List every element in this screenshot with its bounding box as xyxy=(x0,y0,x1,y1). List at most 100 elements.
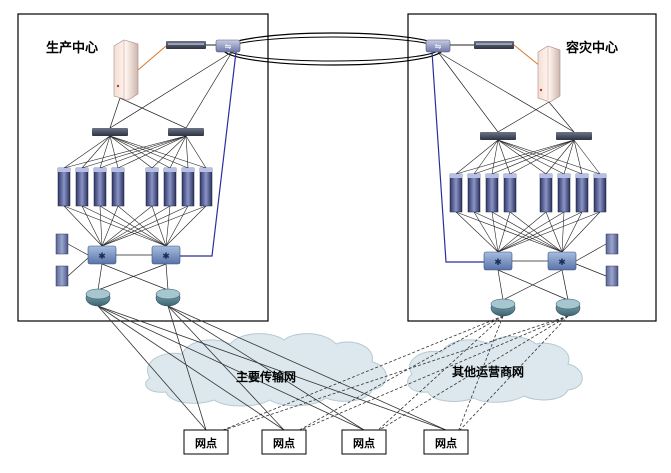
branch-label: 网点 xyxy=(195,436,217,450)
production-aggregation-switch-icon xyxy=(92,128,204,136)
link-line xyxy=(497,139,511,175)
server-rack-icon xyxy=(93,167,107,207)
main-transport-cloud-label: 主要传输网 xyxy=(236,369,296,384)
server-rack-top xyxy=(540,174,552,178)
svg-text:✱: ✱ xyxy=(162,252,170,262)
link-line xyxy=(473,211,563,253)
backup-wan-link xyxy=(457,315,504,433)
link-line xyxy=(497,139,547,175)
link-line xyxy=(101,205,207,247)
link-line xyxy=(97,263,103,291)
link-line xyxy=(437,51,499,133)
link-line xyxy=(561,211,583,253)
branch-node: 网点 xyxy=(423,429,469,455)
link-line xyxy=(67,257,89,277)
server-rack-icon xyxy=(181,167,195,207)
dr-server-rack-icon xyxy=(449,173,607,213)
link-line xyxy=(63,205,167,247)
server-rack-top xyxy=(182,168,194,172)
backup-wan-link xyxy=(217,315,569,433)
dual-link-ring-inner xyxy=(226,36,440,62)
server-rack-top xyxy=(58,168,70,172)
link-line xyxy=(109,135,153,169)
link-line xyxy=(165,205,171,247)
production-storage-tower-icon xyxy=(113,39,139,101)
link-line xyxy=(119,97,187,129)
branch-label: 网点 xyxy=(353,436,375,450)
link-line xyxy=(109,51,233,129)
link-line xyxy=(151,205,167,247)
link-line xyxy=(101,205,119,247)
server-rack-icon xyxy=(199,167,213,207)
link-line xyxy=(573,139,601,175)
server-rack-top xyxy=(112,168,124,172)
link-line xyxy=(109,135,207,169)
link-line xyxy=(497,211,547,253)
link-line xyxy=(497,211,601,253)
branch-node: 网点 xyxy=(341,429,387,455)
link-line xyxy=(491,139,575,175)
link-line xyxy=(169,135,187,169)
link-line xyxy=(81,135,111,169)
production-storage-unit-icon xyxy=(55,233,69,287)
dr-switch-top-icon xyxy=(474,41,514,49)
link-line xyxy=(99,205,167,247)
link-line xyxy=(497,269,504,301)
link-line xyxy=(548,101,575,133)
link-line xyxy=(117,205,167,247)
link-line xyxy=(497,139,601,175)
production-firewall-icon: ✱ ✱ xyxy=(87,245,181,265)
server-rack-icon xyxy=(75,167,89,207)
link-line xyxy=(455,211,563,253)
server-rack-top xyxy=(504,174,516,178)
svg-text:⇋: ⇋ xyxy=(435,42,442,51)
link-line xyxy=(563,139,575,175)
link-line xyxy=(497,211,565,253)
backup-wan-link xyxy=(457,315,569,433)
link-line xyxy=(491,211,563,253)
dual-link-ring xyxy=(222,32,444,66)
server-rack-top xyxy=(146,168,158,172)
link-line xyxy=(497,101,550,133)
link-line xyxy=(545,211,563,253)
link-line xyxy=(63,135,111,169)
link-line xyxy=(99,135,111,169)
link-line xyxy=(151,135,187,169)
link-line xyxy=(545,139,575,175)
link-line xyxy=(109,135,189,169)
wan-link xyxy=(167,305,285,431)
link-line xyxy=(67,243,89,256)
link-line xyxy=(63,135,187,169)
wan-link xyxy=(167,305,207,431)
backup-wan-link xyxy=(295,315,504,433)
wan-link xyxy=(167,305,365,431)
server-rack-icon xyxy=(449,173,463,213)
svg-text:⇋: ⇋ xyxy=(225,42,232,51)
svg-text:✱: ✱ xyxy=(494,258,502,268)
link-line xyxy=(165,205,207,247)
backbone-link xyxy=(180,51,237,257)
dr-router-icon xyxy=(490,298,581,317)
dr-storage-unit-icon xyxy=(605,233,619,287)
link-line xyxy=(509,139,575,175)
link-line xyxy=(561,211,565,253)
server-rack-top xyxy=(576,174,588,178)
link-line xyxy=(455,139,499,175)
server-rack-top xyxy=(76,168,88,172)
server-rack-top xyxy=(486,174,498,178)
fiber-link xyxy=(513,44,541,67)
link-line xyxy=(491,139,499,175)
link-line xyxy=(502,269,563,301)
server-rack-icon xyxy=(57,167,71,207)
branch-label: 网点 xyxy=(435,436,457,450)
production-site-label: 生产中心 xyxy=(46,40,98,56)
link-line xyxy=(455,139,575,175)
production-server-rack-icon xyxy=(57,167,213,207)
link-line xyxy=(81,205,167,247)
production-router-icon xyxy=(85,288,181,307)
link-line xyxy=(473,139,575,175)
link-line xyxy=(573,139,583,175)
link-line xyxy=(101,205,189,247)
dr-site-frame xyxy=(407,13,657,322)
